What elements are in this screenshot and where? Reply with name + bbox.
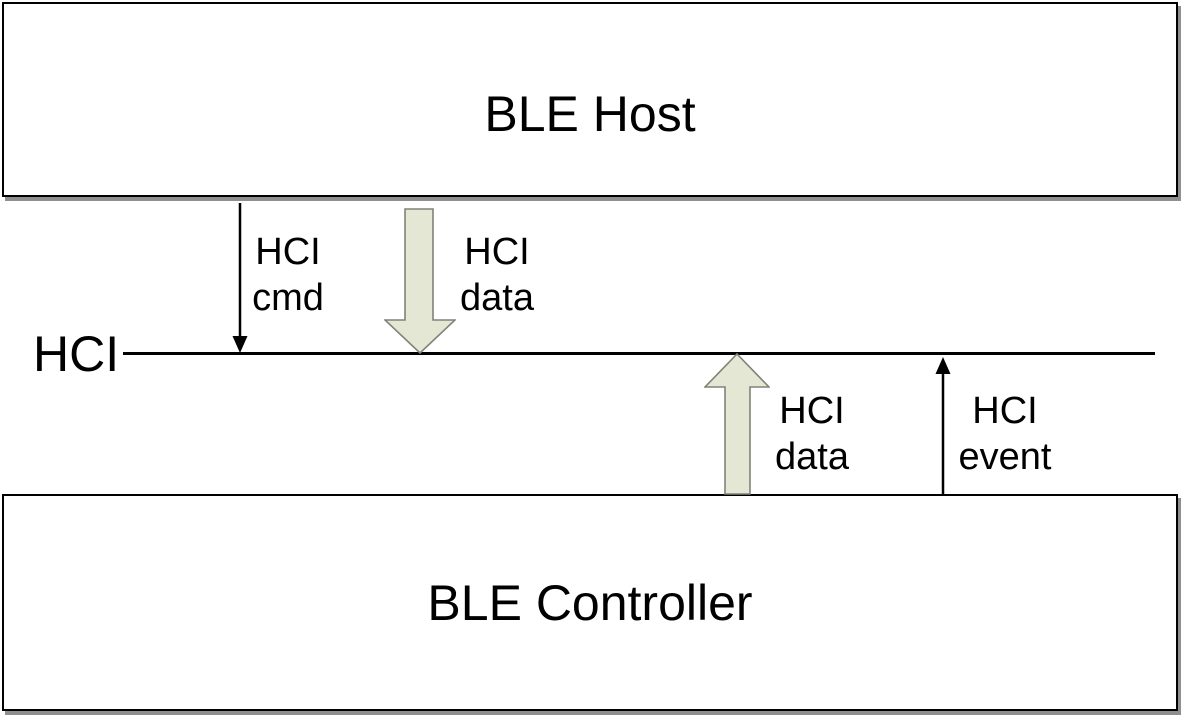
ble-controller-label: BLE Controller (427, 574, 753, 631)
hci-event-arrow-head (935, 357, 951, 374)
hci-data-up-arrow-icon (704, 353, 770, 495)
hci-event-label: HCI event (958, 390, 1052, 478)
ble-host-box: BLE Host (2, 2, 1178, 197)
ble-controller-box: BLE Controller (2, 494, 1178, 711)
hci-data-down-arrow-shape (384, 208, 456, 354)
hci-interface-label: HCI (33, 326, 120, 382)
hci-data-up-arrow-shape (704, 353, 770, 495)
hci-cmd-arrow-head (232, 336, 248, 353)
ble-host-label: BLE Host (484, 85, 696, 142)
hci-cmd-arrow-icon (232, 203, 248, 353)
hci-data-down-label: HCI data (460, 231, 534, 319)
hci-data-down-arrow-icon (384, 208, 456, 354)
hci-data-up-label: HCI data (775, 390, 849, 478)
hci-interface-line (123, 352, 1155, 355)
hci-event-arrow-icon (935, 357, 951, 494)
hci-cmd-label: HCI cmd (252, 231, 324, 319)
